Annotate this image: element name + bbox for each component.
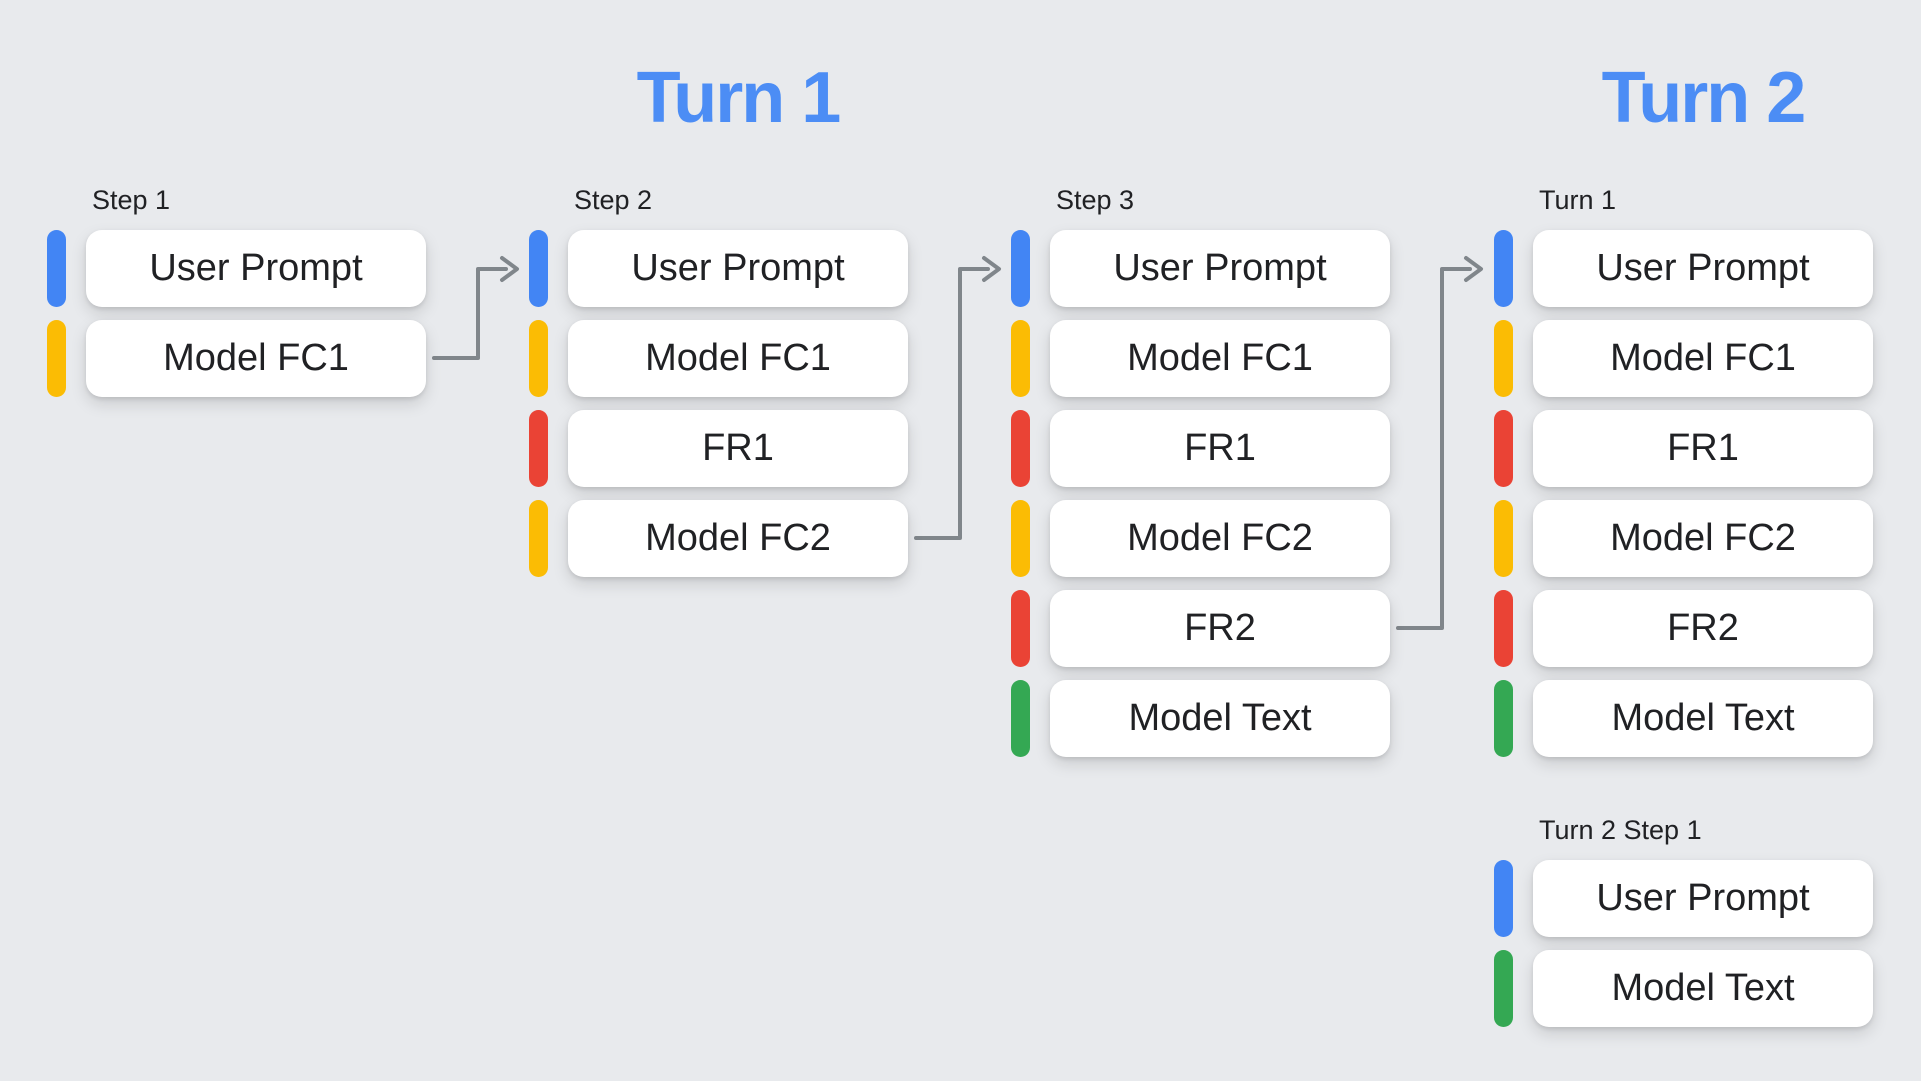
diagram-row: Model FC1: [47, 320, 426, 397]
node-card: FR1: [568, 410, 908, 487]
node-card: FR1: [1533, 410, 1873, 487]
diagram-row: Model FC1: [1494, 320, 1873, 397]
blue-role-bar: [529, 230, 548, 307]
node-card: Model FC2: [568, 500, 908, 577]
node-card: User Prompt: [568, 230, 908, 307]
node-card: User Prompt: [1533, 860, 1873, 937]
diagram-row: Model Text: [1494, 950, 1873, 1027]
diagram-row: User Prompt: [1494, 230, 1873, 307]
node-card: Model FC1: [1050, 320, 1390, 397]
red-role-bar: [1011, 590, 1030, 667]
diagram-row: Model FC2: [529, 500, 908, 577]
node-card: User Prompt: [1533, 230, 1873, 307]
node-card: User Prompt: [1050, 230, 1390, 307]
yellow-role-bar: [1494, 500, 1513, 577]
red-role-bar: [1494, 590, 1513, 667]
node-card: FR2: [1050, 590, 1390, 667]
column-label: Step 1: [92, 185, 171, 215]
red-role-bar: [1494, 410, 1513, 487]
yellow-role-bar: [1011, 500, 1030, 577]
column-label: Turn 1: [1539, 185, 1617, 215]
diagram-row: User Prompt: [1494, 860, 1873, 937]
diagram-row: User Prompt: [1011, 230, 1390, 307]
turn-1-heading: Turn 1: [636, 58, 842, 138]
red-role-bar: [529, 410, 548, 487]
column-label: Step 3: [1056, 185, 1135, 215]
node-card: Model FC2: [1533, 500, 1873, 577]
node-card: Model Text: [1050, 680, 1390, 757]
node-card: Model FC1: [86, 320, 426, 397]
yellow-role-bar: [47, 320, 66, 397]
diagram-row: Model Text: [1011, 680, 1390, 757]
green-role-bar: [1011, 680, 1030, 757]
diagram-row: User Prompt: [47, 230, 426, 307]
green-role-bar: [1494, 680, 1513, 757]
node-card: Model Text: [1533, 680, 1873, 757]
diagram-row: FR1: [1494, 410, 1873, 487]
node-card: Model Text: [1533, 950, 1873, 1027]
turn-2-heading: Turn 2: [1601, 58, 1807, 138]
arrow-step2-to-step3: [914, 267, 990, 540]
arrowhead-icon: [982, 256, 1001, 282]
node-card: FR2: [1533, 590, 1873, 667]
node-card: User Prompt: [86, 230, 426, 307]
blue-role-bar: [1494, 230, 1513, 307]
red-role-bar: [1011, 410, 1030, 487]
diagram-row: Model FC2: [1011, 500, 1390, 577]
column-label: Turn 2 Step 1: [1539, 815, 1702, 845]
diagram-row: User Prompt: [529, 230, 908, 307]
diagram-row: FR2: [1494, 590, 1873, 667]
blue-role-bar: [1011, 230, 1030, 307]
diagram-row: FR1: [529, 410, 908, 487]
yellow-role-bar: [1011, 320, 1030, 397]
arrow-step3-to-turn1: [1396, 267, 1472, 630]
blue-role-bar: [1494, 860, 1513, 937]
diagram-row: Model FC1: [1011, 320, 1390, 397]
blue-role-bar: [47, 230, 66, 307]
node-card: Model FC1: [568, 320, 908, 397]
green-role-bar: [1494, 950, 1513, 1027]
yellow-role-bar: [529, 320, 548, 397]
arrowhead-icon: [1464, 256, 1483, 282]
node-card: Model FC2: [1050, 500, 1390, 577]
diagram-row: FR1: [1011, 410, 1390, 487]
node-card: Model FC1: [1533, 320, 1873, 397]
node-card: FR1: [1050, 410, 1390, 487]
diagram-row: FR2: [1011, 590, 1390, 667]
diagram-row: Model Text: [1494, 680, 1873, 757]
column-label: Step 2: [574, 185, 653, 215]
diagram-row: Model FC1: [529, 320, 908, 397]
yellow-role-bar: [529, 500, 548, 577]
yellow-role-bar: [1494, 320, 1513, 397]
diagram-row: Model FC2: [1494, 500, 1873, 577]
arrow-step1-to-step2: [432, 267, 508, 360]
arrowhead-icon: [500, 256, 519, 282]
